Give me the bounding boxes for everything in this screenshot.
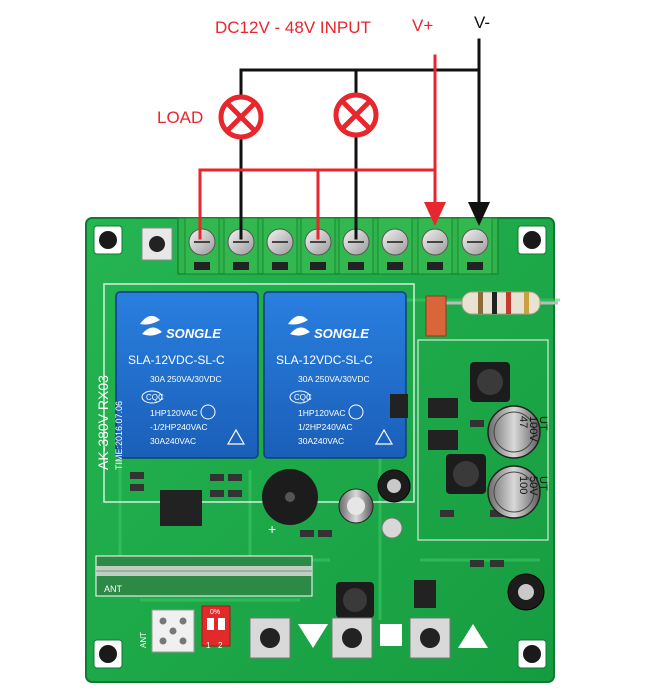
relay-cqc: CQC: [294, 393, 312, 402]
resistor: [440, 291, 558, 315]
red-wire: [198, 54, 437, 240]
ic-chip: [428, 398, 458, 418]
load-label: LOAD: [157, 108, 203, 127]
inductor: [470, 362, 510, 402]
relay-rating-1: 30A 250VA/30VDC: [298, 374, 370, 384]
inductor: [336, 582, 374, 618]
polarity-mark: +: [268, 521, 276, 537]
ant-pad-label: ANT: [139, 632, 148, 648]
relay-model: SLA-12VDC-SL-C: [128, 353, 225, 367]
warning-triangle-icon: [374, 428, 394, 445]
input-voltage-label: DC12V - 48V INPUT: [215, 18, 371, 37]
relay-rating-2: 1HP120VAC: [298, 408, 346, 418]
down-arrow-icon: [298, 624, 328, 648]
board-model: AK-380V RX03: [95, 375, 111, 470]
relay-1: SONGLE SLA-12VDC-SL-C 30A 250VA/30VDC CQC 1H…: [115, 291, 259, 459]
dip-2-label: 2: [218, 641, 223, 650]
dip-switch[interactable]: [201, 605, 231, 647]
terminal-screw-7[interactable]: [417, 217, 453, 275]
terminal-screw-8[interactable]: [457, 217, 493, 275]
small-capacitor: [338, 488, 374, 524]
relay-2: SONGLE SLA-12VDC-SL-C 30A 250VA/30VDC CQC 1H…: [263, 291, 407, 459]
songle-logo-icon: [140, 315, 162, 336]
board-date: TIME:2016.07.06: [114, 401, 124, 470]
capacitor-rating: 100: [517, 476, 529, 494]
relay-rating-3: 1/2HP240VAC: [298, 422, 353, 432]
ul-mark-icon: [200, 404, 216, 420]
board-model-silk: AK-380V RX03 TIME:2016.07.06: [95, 375, 124, 470]
antenna-pad: [151, 609, 195, 653]
wiring: [198, 38, 490, 240]
ant-label: ANT: [104, 584, 123, 594]
ul-mark-icon: [348, 404, 364, 420]
relay-rating-1: 30A 250VA/30VDC: [150, 374, 222, 384]
capacitor-rating: 50V: [527, 476, 539, 496]
load-lamp-2: [333, 92, 379, 138]
up-button[interactable]: [409, 617, 451, 659]
load-lamp-1: [218, 94, 264, 140]
capacitor-rating: 47: [517, 416, 529, 428]
fuse: [425, 295, 447, 337]
inductor: [446, 454, 486, 494]
capacitor-rating: 100V: [527, 416, 539, 442]
capacitor-rating: UT: [537, 416, 549, 431]
cqc-mark-icon: [289, 390, 311, 404]
buzzer: [262, 469, 318, 525]
antenna-module: [95, 555, 313, 597]
stop-button[interactable]: [331, 617, 373, 659]
ic-chip: [414, 580, 436, 608]
v-minus-label: V-: [474, 13, 490, 32]
power-section: [130, 339, 549, 618]
capacitor-rating: UT: [537, 476, 549, 491]
black-wire: [239, 38, 481, 240]
relay-brand: SONGLE: [314, 326, 369, 341]
small-capacitor: [507, 573, 545, 611]
relay-cqc: CQC: [146, 393, 164, 402]
small-capacitor: [377, 469, 411, 503]
terminal-screw-6[interactable]: [377, 217, 413, 275]
terminal-screw-1[interactable]: [184, 217, 220, 275]
mcu-chip: [160, 490, 202, 526]
up-arrow-icon: [458, 624, 488, 648]
dip-on-label: 0%: [210, 609, 220, 616]
songle-logo-icon: [288, 315, 310, 336]
v-plus-arrow-icon: [424, 202, 446, 226]
v-minus-arrow-icon: [468, 202, 490, 226]
mounting-holes: [93, 225, 547, 669]
relay-model: SLA-12VDC-SL-C: [276, 353, 373, 367]
cqc-mark-icon: [141, 390, 163, 404]
relays: SONGLE SLA-12VDC-SL-C 30A 250VA/30VDC CQC 1H…: [115, 291, 407, 459]
transistor: [390, 394, 408, 418]
crystal: [381, 517, 403, 539]
reset-button[interactable]: [141, 227, 173, 261]
down-button[interactable]: [249, 617, 291, 659]
smd-components: [130, 420, 504, 567]
terminal-block: [177, 217, 499, 275]
v-plus-label: V+: [412, 16, 433, 35]
relay-rating-2: 1HP120VAC: [150, 408, 198, 418]
relay-rating-4: 30A240VAC: [150, 436, 196, 446]
stop-square-icon: [380, 624, 402, 646]
relay-rating-3: -1/2HP240VAC: [150, 422, 207, 432]
relay-brand: SONGLE: [166, 326, 221, 341]
dip-1-label: 1: [206, 641, 211, 650]
terminal-screw-3[interactable]: [262, 217, 298, 275]
warning-triangle-icon: [226, 428, 246, 445]
relay-rating-4: 30A240VAC: [298, 436, 344, 446]
ic-chip: [428, 430, 458, 450]
